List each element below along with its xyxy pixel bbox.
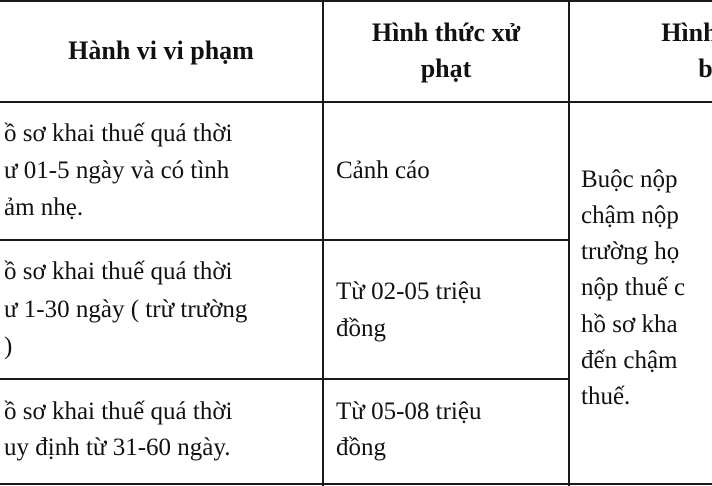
row-2-violation-line-3: ): [4, 333, 13, 360]
additional-penalty-line-7: thuế.: [581, 383, 631, 410]
row-2-penalty-line-2: đồng: [336, 315, 386, 342]
header-penalty-line2: phạt: [420, 54, 472, 83]
column-divider-1: [322, 0, 324, 486]
column-divider-2: [568, 0, 570, 486]
row-3-penalty-line-2: đồng: [336, 434, 386, 461]
table-top-border: [0, 0, 712, 2]
additional-penalty-line-4: nộp thuế c: [581, 274, 686, 301]
additional-penalty-line-5: hồ sơ kha: [581, 311, 678, 338]
row-3-bottom-border: [0, 483, 712, 485]
row-1-violation-line-1: ồ sơ khai thuế quá thời: [4, 120, 233, 147]
row-3-violation-line-1: ồ sơ khai thuế quá thời: [4, 398, 233, 425]
row-3-penalty-line-1: Từ 05-08 triệu: [336, 398, 482, 425]
row-1-violation-line-3: ảm nhẹ.: [4, 194, 84, 221]
header-bottom-border: [0, 101, 712, 103]
row-2-penalty-line-1: Từ 02-05 triệu: [336, 278, 482, 305]
row-1-bottom-border: [0, 239, 569, 241]
additional-penalty-line-1: Buộc nộp: [581, 166, 678, 193]
header-additional-line1: Hình thứ: [661, 18, 712, 47]
row-2-violation-line-2: ư 1-30 ngày ( trừ trường: [4, 296, 248, 323]
additional-penalty-line-6: đến chậm: [581, 347, 678, 374]
row-1-violation-line-2: ư 01-5 ngày và có tình: [4, 157, 230, 184]
row-2-bottom-border: [0, 378, 569, 380]
header-violation: Hành vi vi phạm: [68, 36, 254, 65]
row-1-penalty-line-1: Cảnh cáo: [336, 157, 430, 184]
row-3-violation-line-2: uy định từ 31-60 ngày.: [4, 434, 231, 461]
header-penalty-line1: Hình thức xử: [371, 18, 521, 47]
additional-penalty-line-3: trường họ: [581, 238, 680, 265]
header-additional-line2: bổ: [698, 54, 712, 83]
additional-penalty-line-2: chậm nộp: [581, 202, 679, 229]
row-2-violation-line-1: ồ sơ khai thuế quá thời: [4, 258, 233, 285]
